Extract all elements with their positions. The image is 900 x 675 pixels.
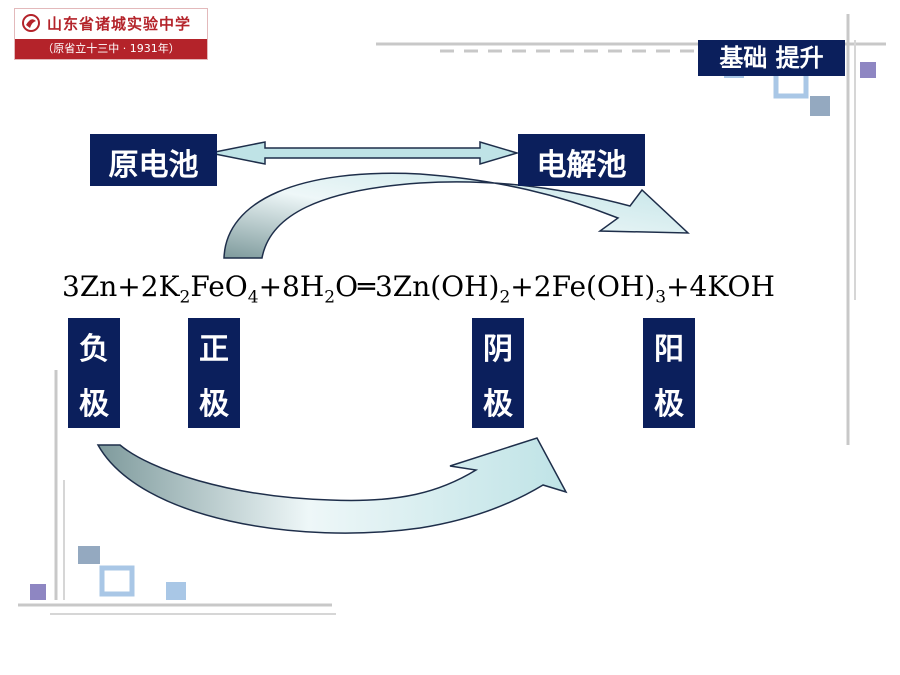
eq-part: +4KOH — [666, 270, 775, 303]
anode-label: 阳 极 — [643, 318, 695, 428]
eq-subscript: 2 — [324, 287, 336, 308]
curved-arrow-bottom — [96, 437, 568, 534]
eq-part: 3Zn(OH) — [374, 270, 500, 303]
label-char: 极 — [79, 386, 109, 422]
eq-part: FeO — [190, 270, 248, 303]
school-subtitle: （原省立十三中 · 1931年） — [15, 39, 207, 59]
electrolytic-cell-label: 电解池 — [518, 134, 645, 186]
label-char: 极 — [199, 386, 229, 422]
label-char: 阳 — [654, 331, 684, 367]
label-char: 正 — [199, 331, 229, 367]
school-emblem-icon — [22, 14, 40, 32]
galvanic-cell-label: 原电池 — [90, 134, 217, 186]
school-logo: 山东省诸城实验中学 （原省立十三中 · 1931年） — [14, 8, 208, 60]
eq-subscript: 3 — [655, 287, 667, 308]
eq-subscript: 4 — [247, 287, 259, 308]
eq-part: O — [335, 270, 359, 303]
label-char: 极 — [654, 386, 684, 422]
eq-part: +2Fe(OH) — [510, 270, 656, 303]
eq-subscript: 2 — [499, 287, 511, 308]
eq-subscript: 2 — [179, 287, 191, 308]
label-char: 极 — [483, 386, 513, 422]
chemical-equation: 3Zn+2K2FeO4+8H2O═3Zn(OH)2+2Fe(OH)3+4KOH — [62, 262, 862, 312]
cathode-label: 阴 极 — [472, 318, 524, 428]
negative-electrode-label: 负 极 — [68, 318, 120, 428]
eq-equals: ═ — [358, 270, 375, 303]
section-badge: 基础 提升 — [698, 40, 845, 76]
positive-electrode-label: 正 极 — [188, 318, 240, 428]
eq-part: +8H — [258, 270, 325, 303]
school-name: 山东省诸城实验中学 — [47, 14, 192, 33]
label-char: 负 — [79, 331, 109, 367]
curved-arrow-top — [223, 172, 690, 259]
double-arrow — [209, 140, 520, 166]
label-char: 阴 — [483, 331, 513, 367]
eq-part: 3Zn+2K — [62, 270, 180, 303]
